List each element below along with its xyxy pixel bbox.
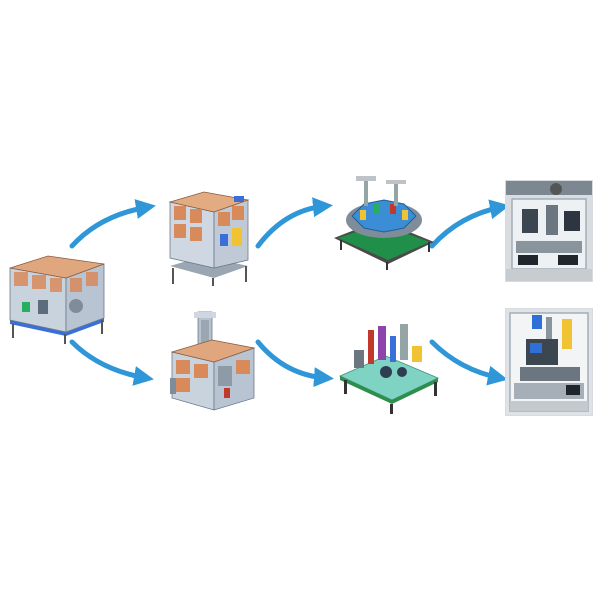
arrow-fixture-to-photo: [429, 339, 508, 386]
source-machine: [6, 250, 106, 345]
fixture-photo: [505, 308, 593, 416]
arrow-press-to-fixture: [255, 339, 334, 388]
rotary-table-machine: [330, 172, 436, 272]
enclosure-photo: [505, 180, 593, 282]
arrow-source-to-press: [69, 339, 154, 386]
fixture-platform-machine: [336, 316, 440, 416]
enclosure-machine: [166, 188, 250, 288]
press-machine: [168, 308, 258, 416]
arrow-rotary-to-photo: [429, 199, 510, 249]
arrow-source-to-enclosure: [69, 199, 156, 249]
arrow-enclosure-to-rotary: [255, 197, 333, 249]
